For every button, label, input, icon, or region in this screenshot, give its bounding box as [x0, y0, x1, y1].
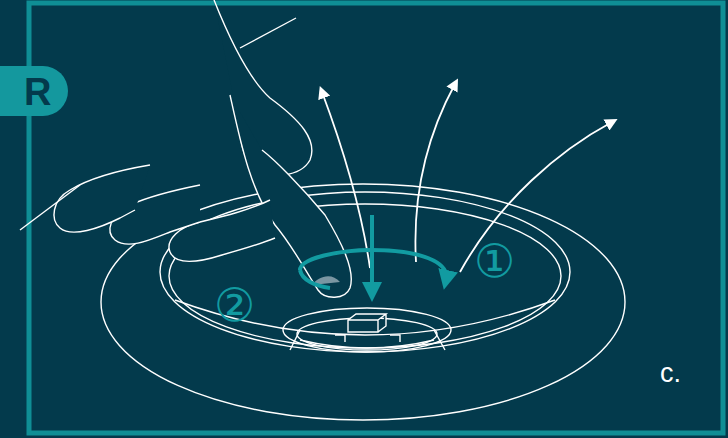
or-text: R — [24, 73, 51, 111]
hand — [20, 0, 351, 297]
callout-number: ① — [474, 238, 515, 284]
lift-arrows — [322, 84, 612, 272]
or-pill — [0, 66, 68, 116]
drain-outline — [101, 184, 625, 420]
turn-arrows — [300, 215, 446, 292]
frame — [29, 3, 723, 433]
callout-number: ② — [214, 282, 255, 328]
panel-letter: c. — [660, 360, 681, 387]
